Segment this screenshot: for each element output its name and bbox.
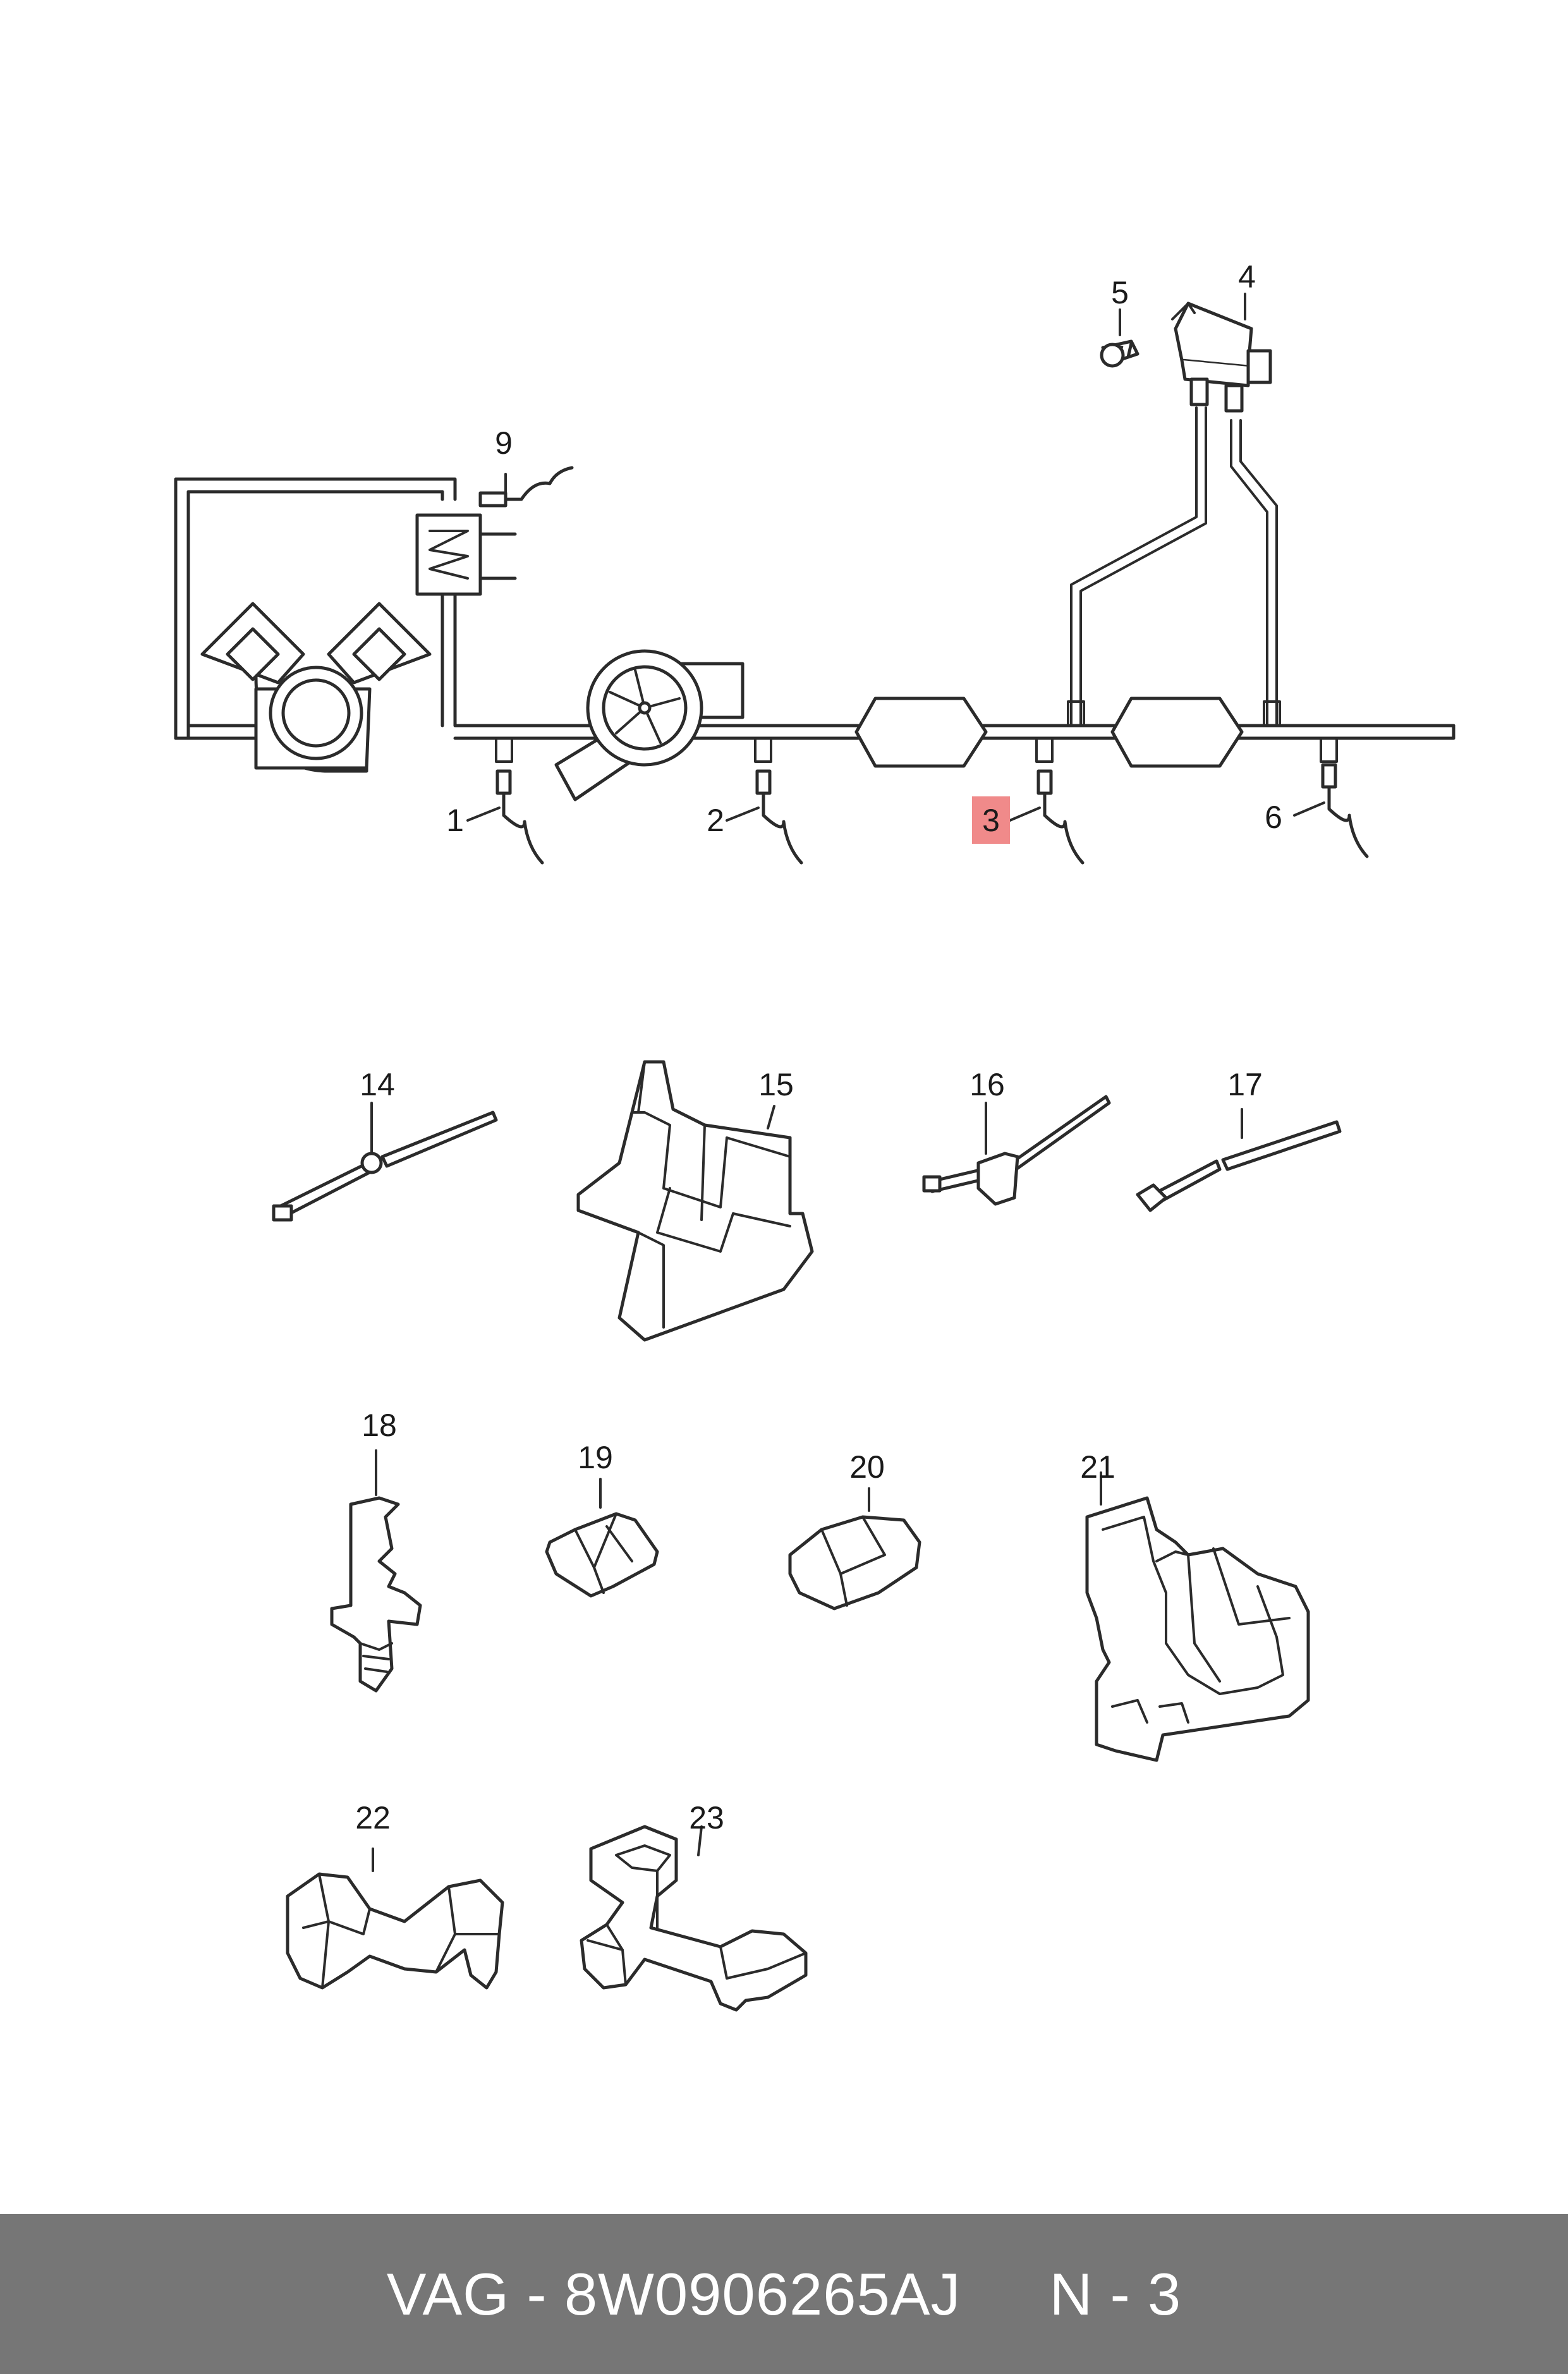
cable-tie-16: [922, 1095, 1111, 1206]
callout-17: 17: [1227, 1067, 1263, 1102]
parts-diagram: 1 2 3 4 5 6 9 14 15 16 17 18 19 20 21 22…: [174, 259, 1456, 2012]
footer-bar: VAG - 8W0906265AJ N - 3: [0, 2214, 1568, 2374]
callout-18: 18: [362, 1408, 397, 1443]
cable-guide-15: [576, 1060, 814, 1342]
footer-part-number: 8W0906265AJ: [564, 2260, 961, 2327]
clip-20: [788, 1487, 921, 1610]
catalyst-2-icon: [1110, 697, 1244, 768]
callout-16: 16: [969, 1067, 1005, 1102]
temperature-sensor-3: [1009, 769, 1085, 865]
callout-15: 15: [758, 1067, 794, 1102]
callout-19: 19: [578, 1440, 613, 1475]
callout-20: 20: [849, 1449, 885, 1485]
callout-6: 6: [1265, 800, 1282, 835]
callout-labels: 1 2 3 4 5 6 9 14 15 16 17 18 19 20 21 22…: [355, 259, 1282, 1835]
bracket-21: [1085, 1471, 1310, 1762]
bracket-22: [286, 1847, 504, 1990]
callout-21: 21: [1080, 1449, 1115, 1485]
temperature-sensor-1: [466, 769, 544, 865]
bolt-5: [1100, 308, 1140, 368]
callout-5: 5: [1111, 275, 1129, 310]
callout-4: 4: [1238, 259, 1256, 295]
catalyst-1-icon: [854, 697, 988, 768]
engine-icon: [200, 602, 432, 773]
footer-brand: VAG: [386, 2260, 510, 2327]
clip-19: [545, 1478, 659, 1598]
callout-22: 22: [355, 1800, 391, 1835]
exhaust-schematic: [174, 293, 1456, 865]
cable-tie-14: [272, 1102, 498, 1222]
sensor-9: [478, 466, 574, 508]
footer-position-label: N - 3: [1049, 2260, 1182, 2327]
pressure-sensor-4: [1171, 293, 1272, 413]
callout-1: 1: [446, 803, 464, 838]
fir-tree-clip-18: [330, 1449, 422, 1693]
cable-tie-17: [1136, 1108, 1342, 1212]
callout-3: 3: [982, 803, 1000, 838]
callout-23: 23: [689, 1800, 724, 1835]
callout-2: 2: [707, 803, 724, 838]
bracket-23: [580, 1825, 808, 2012]
turbocharger-icon: [554, 649, 744, 801]
footer-separator: -: [509, 2260, 564, 2327]
heat-exchanger-icon: [415, 513, 517, 596]
callout-9: 9: [495, 425, 513, 461]
temperature-sensor-2: [726, 769, 803, 865]
callout-3-highlight: [972, 796, 1010, 844]
temperature-sensor-6: [1293, 763, 1369, 858]
callout-14: 14: [360, 1067, 395, 1102]
